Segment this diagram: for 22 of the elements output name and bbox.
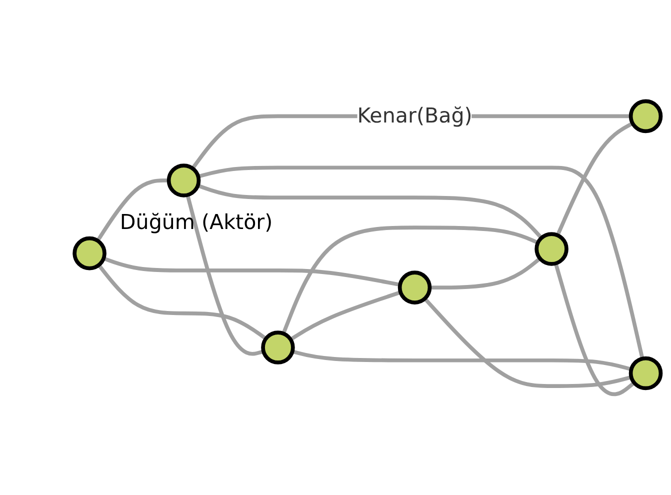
connector: [292, 350, 632, 372]
connector: [423, 297, 632, 388]
node-circle: [398, 270, 432, 304]
connector: [97, 264, 267, 340]
connector: [430, 256, 542, 290]
node-circle: [628, 99, 663, 134]
connector: [556, 122, 634, 236]
connector: [290, 290, 402, 342]
connector: [554, 262, 636, 396]
node-label: Düğüm (Aktör): [120, 210, 273, 234]
connector: [197, 184, 543, 240]
node-circle: [166, 164, 201, 198]
connector: [186, 194, 264, 356]
connector: [198, 166, 644, 360]
connector: [102, 256, 400, 287]
connector: [96, 178, 169, 242]
node-circle: [628, 356, 663, 390]
node-circle: [72, 236, 106, 270]
node-circle: [261, 330, 295, 364]
connector: [282, 226, 539, 334]
edge-label: Kenar(Bağ): [357, 103, 472, 128]
node-circle: [534, 232, 568, 266]
